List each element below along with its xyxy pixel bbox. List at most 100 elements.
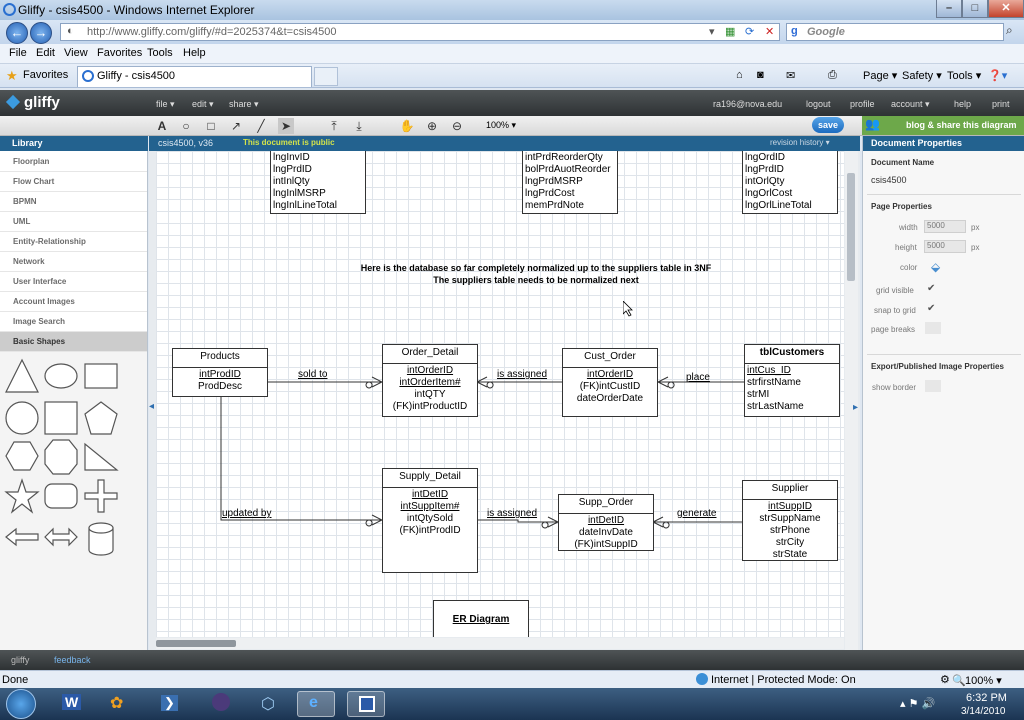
- menu-view[interactable]: View: [64, 47, 88, 59]
- grid-visible-checkbox[interactable]: ✔: [927, 283, 936, 294]
- menu-edit[interactable]: Edit: [36, 47, 55, 59]
- gliffy-menu-share[interactable]: share ▾: [229, 99, 259, 109]
- octagon-shape[interactable]: [44, 439, 78, 475]
- snap-to-grid-checkbox[interactable]: ✔: [927, 303, 936, 314]
- menu-tools[interactable]: Tools: [147, 47, 173, 59]
- width-input[interactable]: 5000: [924, 220, 966, 233]
- library-item-floorplan[interactable]: Floorplan: [0, 152, 147, 172]
- rectangle-tool-icon[interactable]: □: [207, 119, 215, 133]
- arrow-shape[interactable]: [5, 527, 39, 547]
- pointer-tool-icon[interactable]: ➤: [278, 118, 294, 134]
- menu-file[interactable]: File: [9, 47, 27, 59]
- cylinder-shape[interactable]: [88, 528, 114, 556]
- show-border-checkbox[interactable]: [925, 380, 941, 392]
- compat-view-icon[interactable]: ▦: [725, 26, 736, 38]
- entity-partial-3[interactable]: lngOrdID lngPrdID intOrlQty lngOrlCost l…: [742, 151, 838, 214]
- send-backward-icon[interactable]: ⤓: [356, 119, 362, 133]
- vertical-scroll-thumb[interactable]: [847, 173, 855, 281]
- safety-menu[interactable]: Safety ▾: [902, 70, 942, 82]
- bring-forward-icon[interactable]: ⤒: [331, 119, 337, 133]
- color-picker-icon[interactable]: ⬙: [931, 260, 941, 274]
- forward-button[interactable]: →: [30, 22, 52, 44]
- zoom-in-icon[interactable]: ⊕: [426, 119, 438, 133]
- address-bar[interactable]: ◐ http://www.gliffy.com/gliffy/#d=202537…: [60, 23, 780, 41]
- library-item-uml[interactable]: UML: [0, 212, 147, 232]
- menu-help[interactable]: Help: [183, 47, 206, 59]
- diagram-note[interactable]: Here is the database so far completely n…: [336, 262, 736, 286]
- logout-link[interactable]: logout: [806, 99, 831, 109]
- pentagon-shape[interactable]: [84, 401, 118, 435]
- taskbar-ie-icon[interactable]: e: [297, 691, 335, 717]
- taskbar-powershell-icon[interactable]: ❯: [152, 691, 190, 717]
- connector-tool-icon[interactable]: ↗: [230, 119, 242, 133]
- start-button[interactable]: [6, 689, 36, 719]
- profile-link[interactable]: profile: [850, 99, 875, 109]
- taskbar-app-icon[interactable]: [347, 691, 385, 717]
- account-menu[interactable]: account ▾: [891, 99, 930, 109]
- blog-share-button[interactable]: 👥 blog & share this diagram: [862, 116, 1024, 135]
- taskbar-eclipse-icon[interactable]: [202, 691, 240, 717]
- entity-supp-order[interactable]: Supp_Order intDetID dateInvDate (FK)intS…: [558, 494, 654, 551]
- library-item-image-search[interactable]: Image Search: [0, 312, 147, 332]
- taskbar-word-icon[interactable]: W: [52, 691, 90, 717]
- square-shape[interactable]: [44, 401, 78, 435]
- entity-partial-1[interactable]: lngInvID lngPrdID intInlQty lngInlMSRP l…: [270, 151, 366, 214]
- rel-label-is-assigned-1[interactable]: is assigned: [497, 369, 548, 380]
- height-input[interactable]: 5000: [924, 240, 966, 253]
- rounded-rectangle-shape[interactable]: [44, 483, 78, 509]
- dropdown-icon[interactable]: ▾: [709, 26, 715, 38]
- gliffy-menu-file[interactable]: file ▾: [156, 99, 175, 109]
- help-icon[interactable]: ❓▾: [988, 70, 1008, 82]
- entity-customers[interactable]: tblCustomers intCus_ID strfirstName strM…: [744, 344, 840, 417]
- ellipse-tool-icon[interactable]: ○: [182, 119, 190, 133]
- protected-mode-icon[interactable]: ⚙: [940, 674, 950, 686]
- cross-shape[interactable]: [84, 479, 118, 513]
- entity-products[interactable]: Products intProdID ProdDesc: [172, 348, 268, 397]
- gliffy-menu-edit[interactable]: edit ▾: [192, 99, 214, 109]
- text-tool-icon[interactable]: A: [157, 119, 167, 133]
- revision-history-menu[interactable]: revision history ▾: [770, 138, 830, 147]
- save-button[interactable]: save: [812, 117, 844, 133]
- gliffy-logo[interactable]: gliffy: [5, 94, 60, 111]
- favorites-button[interactable]: Favorites: [23, 69, 69, 81]
- connector-is-assigned-2[interactable]: [477, 519, 558, 523]
- hexagon-shape[interactable]: [5, 441, 39, 471]
- page-menu[interactable]: Page ▾: [863, 70, 898, 82]
- taskbar-virtualbox-icon[interactable]: ⬡: [250, 691, 288, 717]
- star-shape[interactable]: [4, 478, 40, 514]
- rel-label-place[interactable]: place: [686, 372, 710, 383]
- print-icon[interactable]: ⎙: [828, 69, 837, 81]
- double-arrow-shape[interactable]: [44, 527, 78, 547]
- line-tool-icon[interactable]: ╱: [257, 119, 265, 133]
- zoom-out-icon[interactable]: ⊖: [451, 119, 463, 133]
- right-triangle-shape[interactable]: [84, 442, 119, 471]
- print-link[interactable]: print: [992, 99, 1010, 109]
- menu-favorites[interactable]: Favorites: [97, 47, 143, 59]
- stop-icon[interactable]: ✕: [765, 26, 775, 38]
- search-icon[interactable]: ⌕: [1006, 23, 1013, 37]
- entity-cust-order[interactable]: Cust_Order intOrderID (FK)intCustID date…: [562, 348, 658, 417]
- document-name-value[interactable]: csis4500: [871, 175, 907, 185]
- rel-label-generate[interactable]: generate: [677, 508, 717, 519]
- maximize-button[interactable]: □: [962, 0, 988, 18]
- browser-tab[interactable]: Gliffy - csis4500: [77, 66, 312, 87]
- library-item-bpmn[interactable]: BPMN: [0, 192, 147, 212]
- library-item-flow-chart[interactable]: Flow Chart: [0, 172, 147, 192]
- footer-gliffy-link[interactable]: gliffy: [11, 655, 30, 665]
- collapse-left-icon[interactable]: ◂: [149, 401, 155, 412]
- tools-menu[interactable]: Tools ▾: [947, 70, 982, 82]
- library-item-basic-shapes[interactable]: Basic Shapes: [0, 332, 147, 352]
- footer-feedback-link[interactable]: feedback: [54, 655, 91, 665]
- circle-shape[interactable]: [5, 401, 39, 435]
- library-item-network[interactable]: Network: [0, 252, 147, 272]
- minimize-button[interactable]: –: [936, 0, 962, 18]
- rectangle-shape[interactable]: [84, 363, 118, 389]
- back-button[interactable]: ←: [6, 22, 28, 44]
- er-diagram-label-box[interactable]: ER Diagram: [433, 600, 529, 637]
- library-item-account-images[interactable]: Account Images: [0, 292, 147, 312]
- vertical-scrollbar[interactable]: [845, 151, 858, 650]
- refresh-icon[interactable]: ⟳: [745, 26, 755, 38]
- security-zone[interactable]: Internet | Protected Mode: On: [711, 674, 856, 686]
- zoom-level-status[interactable]: 100% ▾: [965, 675, 1002, 687]
- horizontal-scrollbar[interactable]: [156, 638, 844, 649]
